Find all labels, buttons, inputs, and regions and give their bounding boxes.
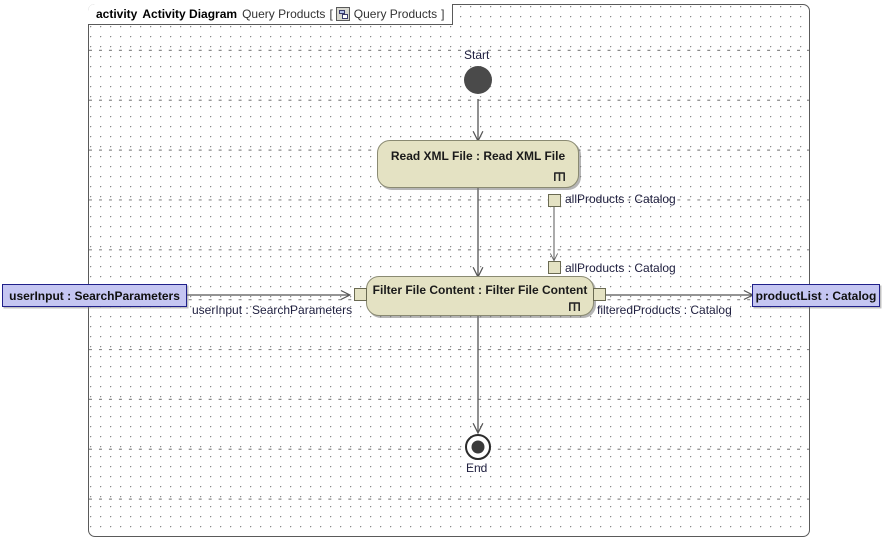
diagram-frame	[88, 4, 810, 537]
output-pin-filtered-products[interactable]	[593, 288, 606, 301]
edge-label-filtered-products: filteredProducts : Catalog	[597, 303, 732, 317]
rake-icon	[568, 302, 580, 311]
activity-element-icon	[335, 7, 350, 21]
frame-bracket-open: [	[329, 7, 333, 21]
output-pin-all-products-label: allProducts : Catalog	[565, 192, 676, 206]
rake-icon	[553, 172, 565, 181]
action-filter-file-content-label: Filter File Content : Filter File Conten…	[372, 283, 588, 297]
action-read-xml-file-label: Read XML File : Read XML File	[390, 149, 566, 163]
grid-major-crosses	[89, 49, 809, 500]
action-filter-file-content[interactable]: Filter File Content : Filter File Conten…	[366, 276, 594, 316]
frame-bracket-close: ]	[441, 7, 445, 21]
object-node-product-list-label: productList : Catalog	[755, 288, 877, 303]
end-node-label: End	[466, 461, 488, 475]
object-node-product-list[interactable]: productList : Catalog	[752, 284, 880, 307]
object-node-user-input-label: userInput : SearchParameters	[9, 288, 180, 303]
initial-node[interactable]	[464, 66, 492, 94]
frame-element-name: Query Products	[353, 7, 438, 21]
output-pin-all-products[interactable]	[548, 194, 561, 207]
input-pin-all-products[interactable]	[548, 261, 561, 274]
frame-type-label: Activity Diagram	[142, 7, 238, 21]
input-pin-all-products-label: allProducts : Catalog	[565, 261, 676, 275]
frame-diagram-name: Query Products	[242, 7, 326, 21]
start-node-label: Start	[464, 48, 490, 62]
input-pin-user-input[interactable]	[354, 288, 367, 301]
frame-header-tab[interactable]: activity Activity Diagram Query Products…	[88, 4, 453, 25]
object-node-user-input[interactable]: userInput : SearchParameters	[2, 284, 187, 307]
final-node[interactable]	[465, 434, 491, 460]
edge-label-user-input: userInput : SearchParameters	[192, 303, 353, 317]
action-read-xml-file[interactable]: Read XML File : Read XML File	[377, 140, 579, 188]
frame-keyword: activity	[96, 7, 138, 21]
